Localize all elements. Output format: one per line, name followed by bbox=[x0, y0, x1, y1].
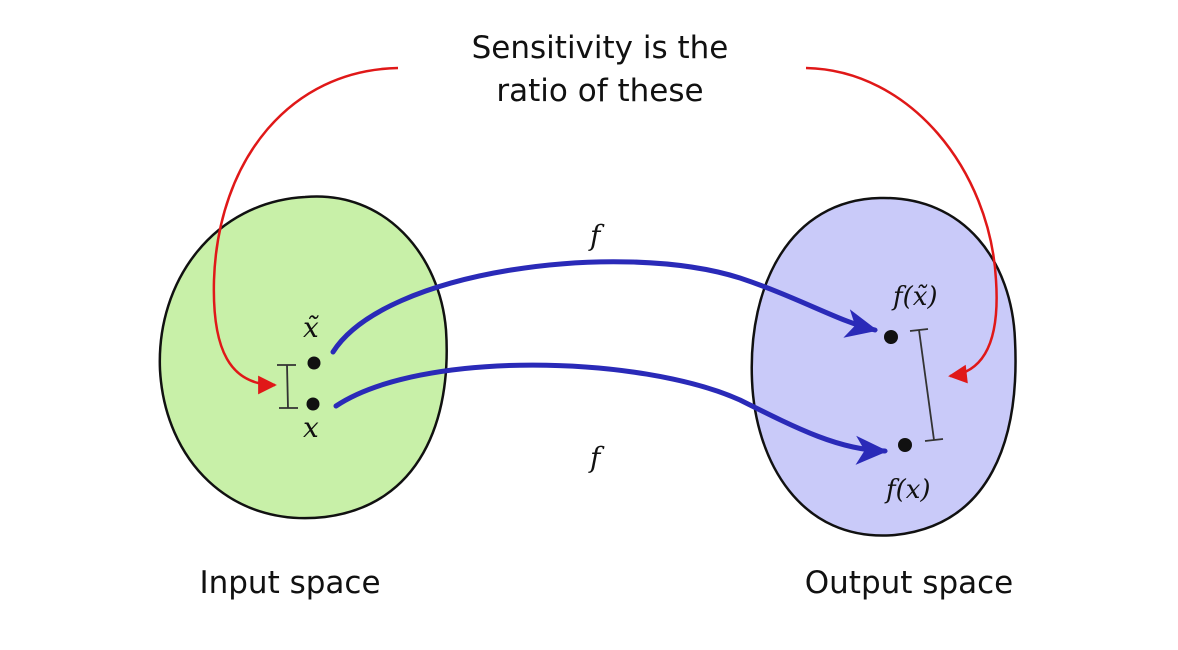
input-space-label: Input space bbox=[199, 565, 380, 601]
label-fx: f(x) bbox=[884, 475, 931, 505]
lower-mapping-label: f bbox=[588, 441, 605, 474]
annotation-line-1: Sensitivity is the bbox=[472, 30, 729, 66]
output-space-region bbox=[750, 196, 1017, 537]
label-x: x bbox=[303, 411, 319, 444]
point-x bbox=[306, 397, 320, 411]
point-fx-tilde bbox=[884, 330, 898, 344]
upper-mapping-arrow bbox=[330, 259, 878, 355]
label-x-tilde: x̃ bbox=[303, 311, 319, 344]
right-annotation-arrow bbox=[805, 66, 998, 384]
output-distance-bracket bbox=[909, 328, 944, 442]
left-annotation-arrow bbox=[212, 66, 399, 395]
upper-mapping-label: f bbox=[588, 219, 605, 252]
input-space-region bbox=[158, 195, 448, 520]
annotation-line-2: ratio of these bbox=[496, 73, 703, 109]
lower-mapping-arrow bbox=[333, 362, 888, 465]
point-fx bbox=[898, 438, 912, 452]
input-distance-bracket bbox=[277, 364, 298, 409]
point-x-tilde bbox=[307, 356, 321, 370]
output-space-label: Output space bbox=[805, 565, 1013, 601]
label-fx-tilde: f(x̃) bbox=[891, 282, 938, 312]
